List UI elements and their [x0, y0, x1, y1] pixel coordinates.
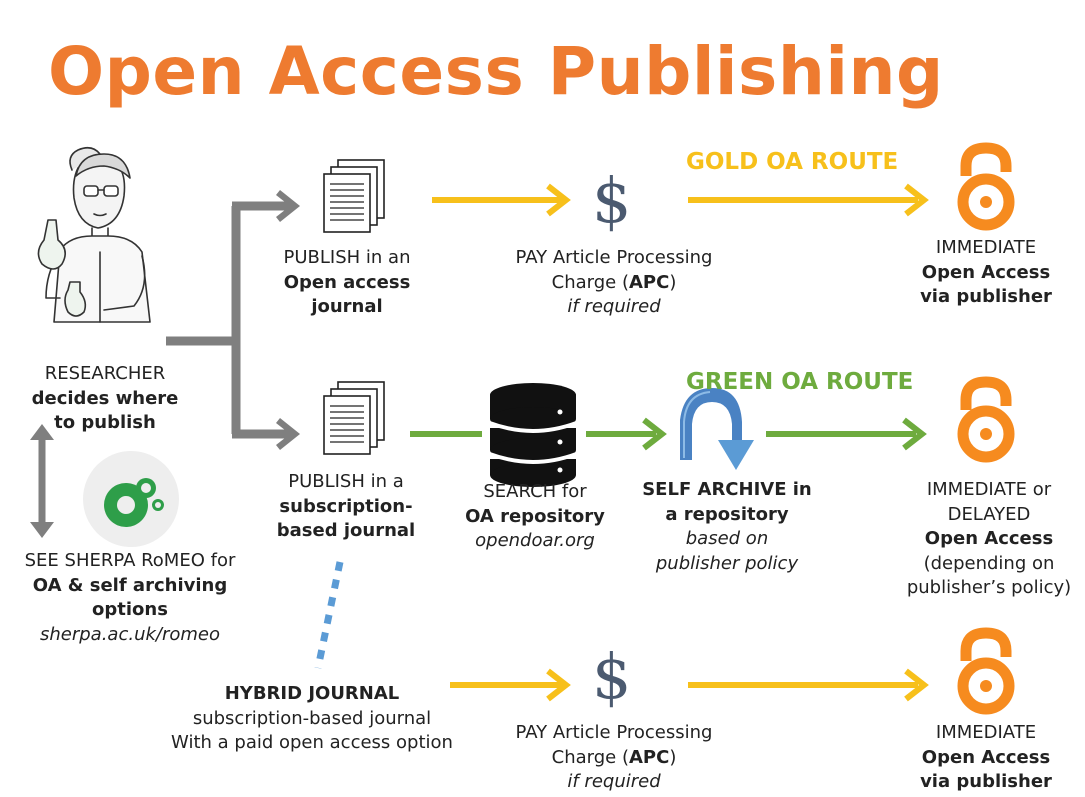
- hybrid-dotted-line: [314, 561, 344, 669]
- oa-bottom-line1: IMMEDIATE: [935, 722, 1037, 743]
- self-archive-line3: based on: [685, 528, 769, 549]
- hybrid-line1: HYBRID JOURNAL: [224, 683, 400, 704]
- sherpa-label: SEE SHERPA RoMEO for OA & self archiving…: [5, 549, 255, 647]
- oa-mid-line1: IMMEDIATE or: [926, 479, 1052, 500]
- apc-bottom-line2: Charge (APC): [494, 746, 734, 771]
- self-archive-arrow-icon: [680, 388, 754, 470]
- oa-mid-line5: publisher’s policy): [906, 577, 1072, 598]
- oa-outcome-top: IMMEDIATE Open Access via publisher: [900, 236, 1072, 310]
- self-archive-line2: a repository: [665, 503, 789, 525]
- oa-bottom-line2: Open Access: [921, 746, 1051, 768]
- sub-journal-line1: PUBLISH in a: [288, 471, 404, 492]
- oa-journal-label: PUBLISH in an Open access journal: [262, 246, 432, 320]
- branch-arrowheads: [276, 190, 300, 450]
- sub-journal-line3: based journal: [276, 520, 416, 541]
- dollar-icon: $: [592, 164, 632, 237]
- document-stack-icon-subscription: [323, 381, 385, 455]
- sherpa-logo: [83, 451, 179, 547]
- self-archive-label: SELF ARCHIVE in a repository based on pu…: [632, 478, 822, 576]
- gold-arrowheads: [546, 183, 929, 702]
- oa-journal-line3: journal: [311, 296, 383, 317]
- page-title: Open Access Publishing: [48, 33, 944, 110]
- apc-top-line2: Charge (APC): [494, 271, 734, 296]
- apc-top-line3: if required: [567, 296, 661, 317]
- repo-url[interactable]: opendoar.org: [475, 530, 595, 551]
- researcher-line2: decides where: [31, 387, 179, 409]
- apc-bottom-label: PAY Article Processing Charge (APC) if r…: [494, 721, 734, 795]
- apc-bottom-line3: if required: [567, 771, 661, 792]
- oa-top-line2: Open Access: [921, 261, 1051, 283]
- researcher-label: RESEARCHER decides where to publish: [10, 362, 200, 436]
- apc-bottom-line2-pre: Charge (: [551, 746, 629, 768]
- researcher-branch-arrows: [166, 201, 290, 439]
- open-access-icon: [957, 627, 1015, 715]
- sherpa-line2: OA & self archiving: [32, 574, 228, 596]
- oa-journal-line1: PUBLISH in an: [283, 247, 411, 268]
- dollar-icon: $: [592, 640, 632, 713]
- apc-top-label: PAY Article Processing Charge (APC) if r…: [494, 246, 734, 320]
- sub-journal-line2: subscription-: [279, 495, 413, 517]
- apc-top-line1: PAY Article Processing: [515, 247, 713, 268]
- apc-bottom-line2-bold: APC: [628, 746, 670, 768]
- oa-mid-line4: (depending on: [923, 552, 1055, 574]
- repository-search-label: SEARCH for OA repository opendoar.org: [450, 480, 620, 554]
- oa-bottom-line3: via publisher: [920, 771, 1052, 792]
- sherpa-line1: SEE SHERPA RoMEO for: [24, 550, 236, 571]
- hybrid-line3: With a paid open access option: [171, 732, 453, 753]
- researcher-line1: RESEARCHER: [44, 363, 166, 384]
- gold-route-label: GOLD OA ROUTE: [686, 149, 899, 175]
- oa-journal-line2: Open access: [283, 271, 411, 293]
- researcher-illustration: [37, 146, 151, 323]
- document-stack-icon-oa: [323, 159, 385, 233]
- oa-top-line1: IMMEDIATE: [935, 237, 1037, 258]
- open-access-icon: [957, 142, 1015, 231]
- researcher-line3: to publish: [54, 412, 156, 433]
- apc-top-line2-pre: Charge (: [551, 271, 629, 293]
- gold-arrows: [432, 197, 918, 688]
- self-archive-line4: publisher policy: [655, 552, 799, 574]
- database-icon: [490, 383, 576, 487]
- oa-mid-line3: Open Access: [924, 528, 1054, 549]
- sherpa-line3: options: [92, 599, 168, 620]
- subscription-journal-label: PUBLISH in a subscription- based journal: [258, 470, 434, 544]
- open-access-icon: [957, 376, 1015, 463]
- hybrid-line2: subscription-based journal: [192, 707, 432, 729]
- oa-outcome-bottom: IMMEDIATE Open Access via publisher: [900, 721, 1072, 795]
- oa-top-line3: via publisher: [920, 286, 1052, 307]
- oa-mid-line2: DELAYED: [947, 503, 1031, 525]
- repo-line2: OA repository: [465, 505, 605, 527]
- oa-outcome-middle: IMMEDIATE or DELAYED Open Access (depend…: [896, 478, 1082, 601]
- apc-bottom-line2-post: ): [669, 746, 677, 768]
- sherpa-url[interactable]: sherpa.ac.uk/romeo: [39, 623, 221, 645]
- apc-top-line2-post: ): [669, 271, 677, 293]
- repo-line1: SEARCH for: [483, 481, 587, 502]
- apc-bottom-line1: PAY Article Processing: [515, 722, 713, 743]
- green-route-label: GREEN OA ROUTE: [686, 369, 914, 395]
- apc-top-line2-bold: APC: [628, 271, 670, 293]
- self-archive-line1: SELF ARCHIVE in: [642, 479, 812, 500]
- green-arrowheads: [642, 417, 927, 451]
- hybrid-journal-label: HYBRID JOURNAL subscription-based journa…: [150, 682, 474, 756]
